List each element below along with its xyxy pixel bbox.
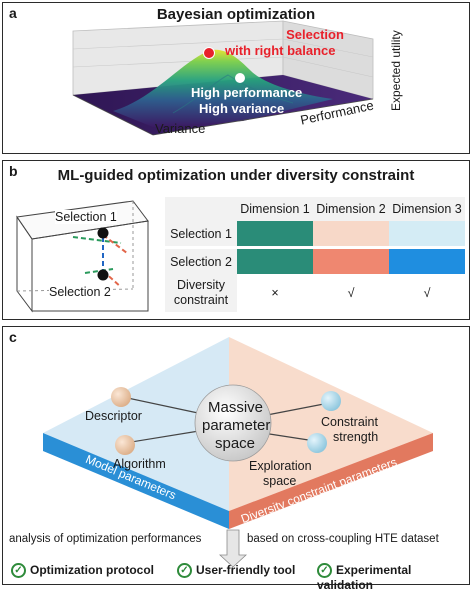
check-item-1: ✓ Optimization protocol <box>11 563 154 579</box>
left-face <box>43 337 229 511</box>
algorithm-ball <box>115 435 135 455</box>
selection-2-point <box>97 269 109 281</box>
cell-swatch <box>313 249 389 274</box>
constraint-label-2: strength <box>333 430 379 444</box>
panel-a: a Bayesian optimization <box>2 2 470 154</box>
col-header: Dimension 3 <box>389 197 465 221</box>
table-corner <box>165 197 237 221</box>
exploration-label-2: space <box>263 474 297 488</box>
exploration-ball <box>307 433 327 453</box>
selection-1-point <box>97 227 109 239</box>
annot-high-1: High performance <box>191 85 303 100</box>
check-item-3: ✓Experimental validation <box>317 563 469 592</box>
constraint-label-2: constraint <box>173 293 229 307</box>
annot-selection-2: with right balance <box>225 43 336 58</box>
down-arrow <box>218 529 248 568</box>
cell-swatch <box>389 249 465 274</box>
constraint-mark: √ <box>347 286 355 300</box>
constraint-ball <box>321 391 341 411</box>
cube-label-selection-2: Selection 2 <box>49 285 111 299</box>
high-variance-marker <box>235 73 245 83</box>
cell-swatch <box>389 221 465 246</box>
center-circle <box>194 384 272 462</box>
panel-c-letter: c <box>9 329 17 345</box>
panel-a-title: Bayesian optimization <box>156 6 316 23</box>
row-label-constraint: Diversity constraint <box>165 274 237 312</box>
check-icon: ✓ <box>317 563 332 579</box>
check-label: Optimization protocol <box>30 563 154 577</box>
descriptor-ball <box>111 387 131 407</box>
axis-expected-utility: Expected utility <box>389 30 403 111</box>
panel-c: c <box>2 326 470 592</box>
selection-marker <box>203 47 215 59</box>
panel-b: b ML-guided optimization under diversity… <box>2 160 470 320</box>
col-header: Dimension 2 <box>313 197 389 221</box>
right-band <box>229 433 433 529</box>
surface-ridge <box>172 74 294 114</box>
axis-variance: Variance <box>155 121 206 136</box>
panel-b-title: ML-guided optimization under diversity c… <box>57 167 415 184</box>
row-label: Selection 2 <box>165 249 237 274</box>
descriptor-label: Descriptor <box>85 409 142 423</box>
right-face <box>229 337 433 511</box>
diversity-table: Dimension 1 Dimension 2 Dimension 3 Sele… <box>165 197 465 312</box>
parameter-space-diagram <box>43 337 433 568</box>
cube-label-selection-1: Selection 1 <box>55 210 117 224</box>
check-icon: ✓ <box>177 563 192 579</box>
center-line-3: space <box>215 435 256 452</box>
left-band <box>43 433 229 529</box>
exploration-label-1: Exploration <box>249 459 312 473</box>
bottom-right-text: based on cross-coupling HTE dataset <box>247 533 439 545</box>
annot-selection-1: Selection <box>286 27 344 42</box>
cell-swatch <box>237 221 313 246</box>
bayesian-surface-plot <box>72 20 374 136</box>
check-label: User-friendly tool <box>196 563 296 577</box>
col-header: Dimension 1 <box>237 197 313 221</box>
center-line-1: Massive <box>208 399 264 416</box>
constraint-label-1: Diversity <box>177 278 225 292</box>
row-label: Selection 1 <box>165 221 237 246</box>
check-item-2: ✓ User-friendly tool <box>177 563 296 579</box>
cell-swatch <box>237 249 313 274</box>
constraint-mark: √ <box>423 286 431 300</box>
panel-a-letter: a <box>9 5 17 21</box>
center-line-2: parameter <box>202 417 271 434</box>
bottom-left-text: analysis of optimization performances <box>9 533 202 545</box>
surface-peak <box>113 49 333 127</box>
annot-high-2: High variance <box>199 101 285 116</box>
check-icon: ✓ <box>11 563 26 579</box>
constraint-mark: × <box>271 286 279 300</box>
panel-b-letter: b <box>9 163 18 179</box>
constraint-label-1: Constraint <box>321 415 378 429</box>
algorithm-label: Algorithm <box>113 457 166 471</box>
cell-swatch <box>313 221 389 246</box>
